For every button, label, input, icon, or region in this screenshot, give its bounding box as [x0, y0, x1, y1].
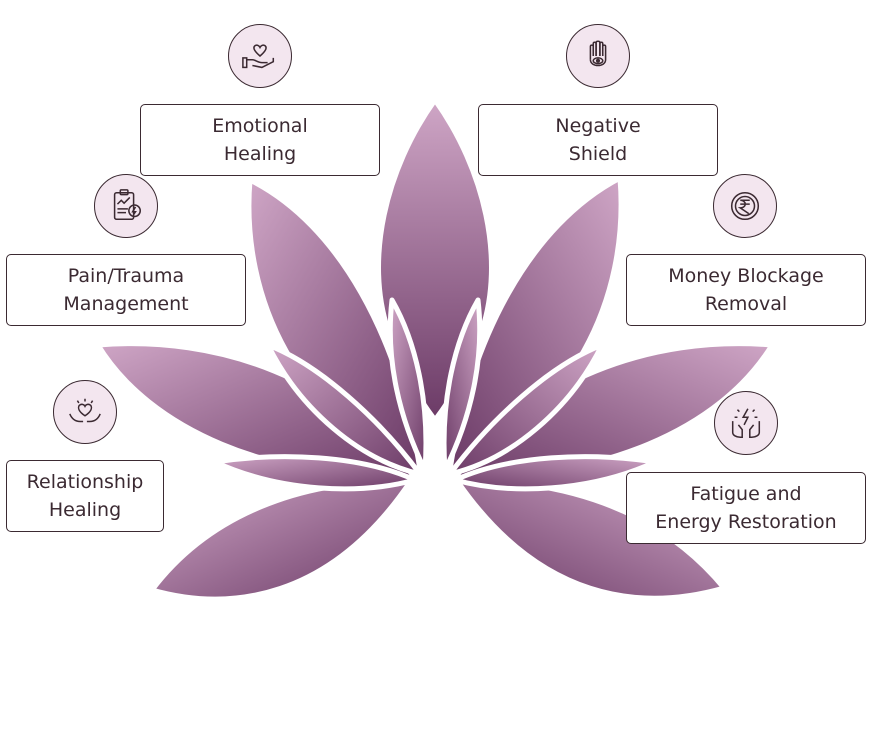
label-line: Emotional — [212, 115, 308, 137]
label-line: Removal — [704, 293, 788, 315]
petal-inner-left-low — [212, 454, 418, 492]
label-line: Money Blockage — [668, 265, 824, 287]
label-line: Healing — [223, 143, 297, 165]
rupee-coin-icon — [713, 174, 777, 238]
label-line: Management — [63, 293, 189, 315]
hamsa-hand-icon — [566, 24, 630, 88]
label-line: Energy Restoration — [655, 511, 837, 533]
petal-mid-left — [265, 342, 423, 477]
label-line: Negative — [555, 115, 641, 137]
label-pain-trauma-management: Pain/Trauma Management — [6, 254, 246, 326]
label-emotional-healing: Emotional Healing — [140, 104, 380, 176]
petal-mid-right — [447, 342, 605, 477]
clipboard-chart-icon — [94, 174, 158, 238]
petal-inner-right-low — [452, 454, 658, 492]
label-line: Shield — [568, 143, 628, 165]
label-relationship-healing: Relationship Healing — [6, 460, 164, 532]
heart-in-hand-icon — [228, 24, 292, 88]
label-line: Healing — [48, 499, 122, 521]
petal-bottom-left — [149, 479, 413, 602]
label-negative-shield: Negative Shield — [478, 104, 718, 176]
heart-hands-icon — [53, 380, 117, 444]
label-line: Pain/Trauma — [67, 265, 185, 287]
energy-hands-icon — [714, 391, 778, 455]
petal-center-inner-right — [441, 297, 483, 473]
label-line: Fatigue and — [690, 483, 802, 505]
label-fatigue-energy-restoration: Fatigue and Energy Restoration — [626, 472, 866, 544]
label-money-blockage-removal: Money Blockage Removal — [626, 254, 866, 326]
petal-center-inner-left — [387, 297, 429, 473]
label-line: Relationship — [26, 471, 144, 493]
